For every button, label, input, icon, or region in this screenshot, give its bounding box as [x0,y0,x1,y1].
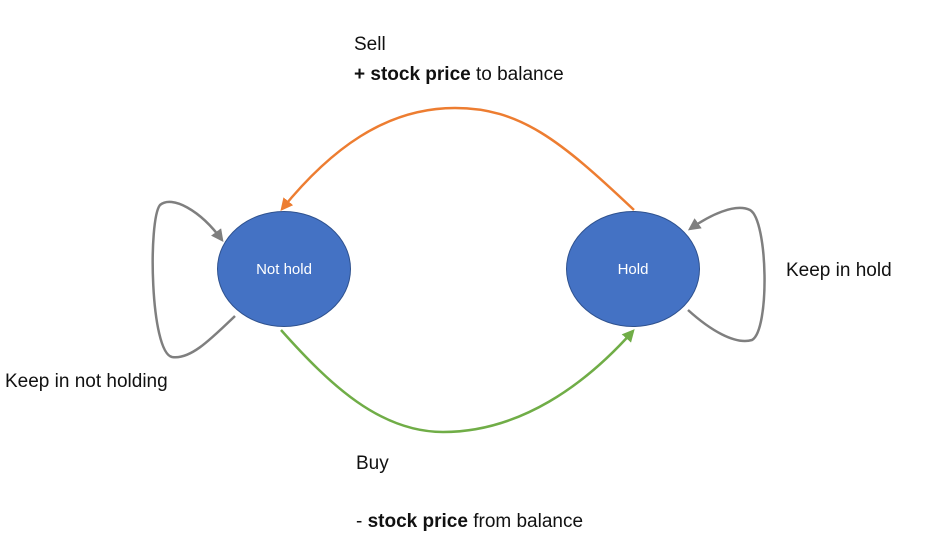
buy-title: Buy [356,453,389,474]
sell-detail-rest: to balance [470,64,564,85]
node-not-hold: Not hold [217,211,351,327]
buy-detail-rest: from balance [467,511,584,532]
buy-arrow [280,329,635,434]
keep-hold-label: Keep in hold [786,260,892,281]
keep-not-holding-loop [151,200,236,359]
buy-detail: - stock price from balance [356,510,583,534]
node-not-hold-label: Not hold [256,260,312,278]
sell-title: Sell [354,34,386,55]
node-hold: Hold [566,211,700,327]
sell-detail: + stock price to balance [354,63,564,87]
keep-not-holding-label: Keep in not holding [5,371,168,392]
sell-arrow [280,106,635,211]
buy-detail-prefix: - [356,511,368,532]
node-hold-label: Hold [617,260,649,278]
buy-detail-bold: stock price [367,511,468,532]
sell-detail-bold: stock price [370,64,471,85]
keep-hold-loop [687,206,766,343]
sell-detail-prefix: + [354,64,371,85]
